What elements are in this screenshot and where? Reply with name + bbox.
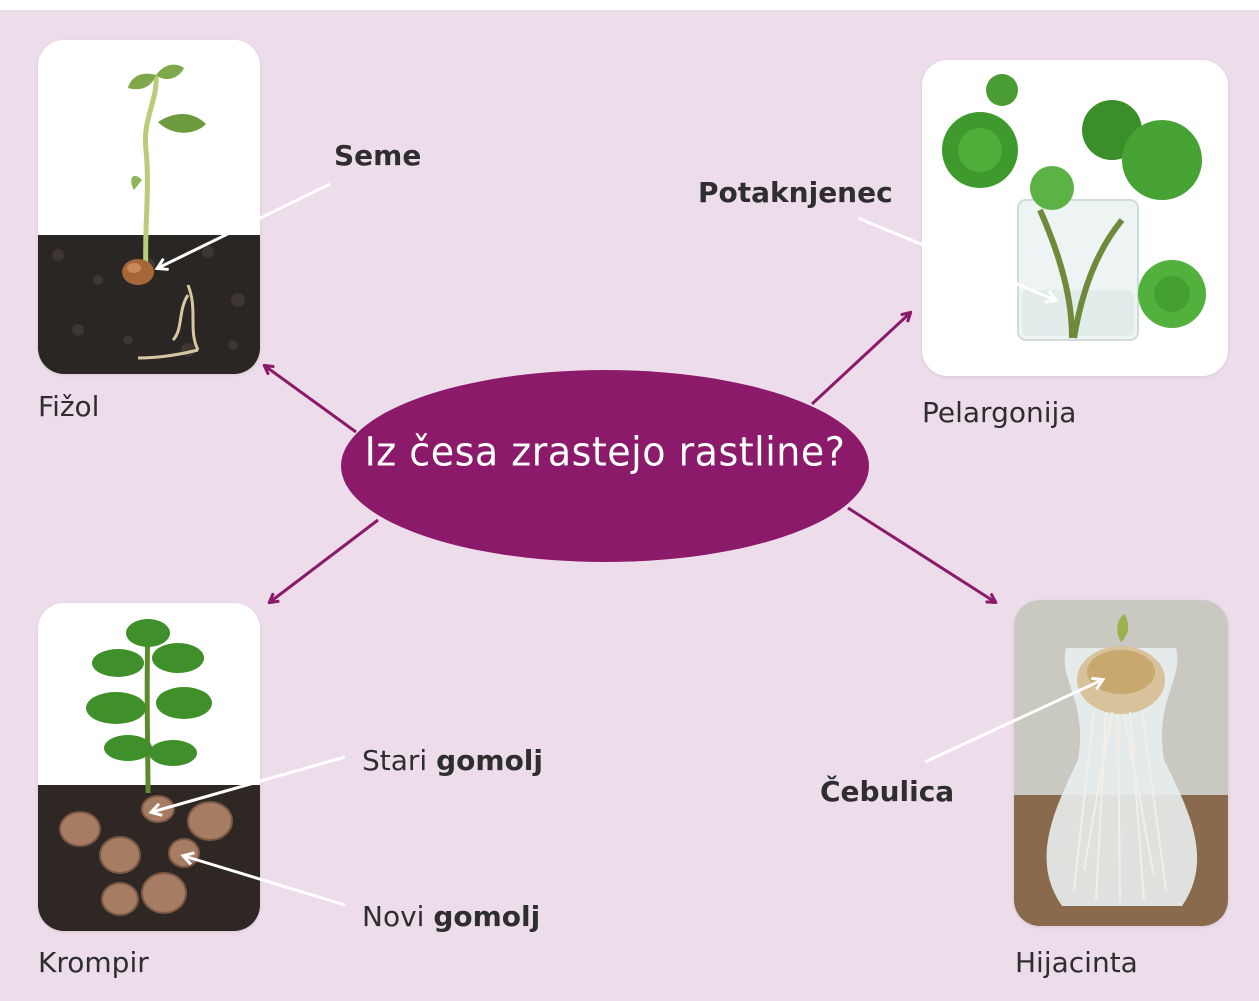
pointer-stari-gomolj [152,755,346,812]
photo-pelargonija [922,60,1228,376]
pelargonium-cutting-image [922,60,1228,376]
center-ellipse [341,370,869,562]
label-hijacinta: Hijacinta [1015,946,1138,979]
arrow-to-hijacinta [847,506,995,602]
label-potaknjenec: Potaknjenec [698,176,893,209]
stari-prefix: Stari [362,744,428,777]
hyacinth-bulb-image [1014,600,1228,926]
photo-fizol [38,40,260,374]
label-seme: Seme [334,139,422,172]
label-cebulica: Čebulica [820,775,955,808]
center-question: Iz česa zrastejo rastline? [364,428,846,476]
top-strip [0,0,1259,10]
label-pelargonija: Pelargonija [922,396,1077,429]
pointer-novi-gomolj [184,856,346,907]
novi-prefix: Novi [362,900,425,933]
label-krompir: Krompir [38,946,149,979]
novi-part: gomolj [433,900,541,933]
pointer-seme [158,182,331,268]
bean-seedling-image [38,40,260,374]
photo-hijacinta [1014,600,1228,926]
label-fizol: Fižol [38,390,100,423]
pointer-cebulica [924,680,1102,764]
photo-krompir [38,603,260,931]
arrow-to-pelargonija [810,313,910,406]
label-novi-gomolj: Novi gomolj [362,903,540,931]
label-stari-gomolj: Stari gomolj [362,747,543,775]
stari-part: gomolj [436,744,543,777]
arrow-to-fizol [265,366,357,434]
pointer-potaknjenec [857,216,1055,300]
potato-plant-image [38,603,260,931]
arrow-to-krompir [270,518,379,602]
